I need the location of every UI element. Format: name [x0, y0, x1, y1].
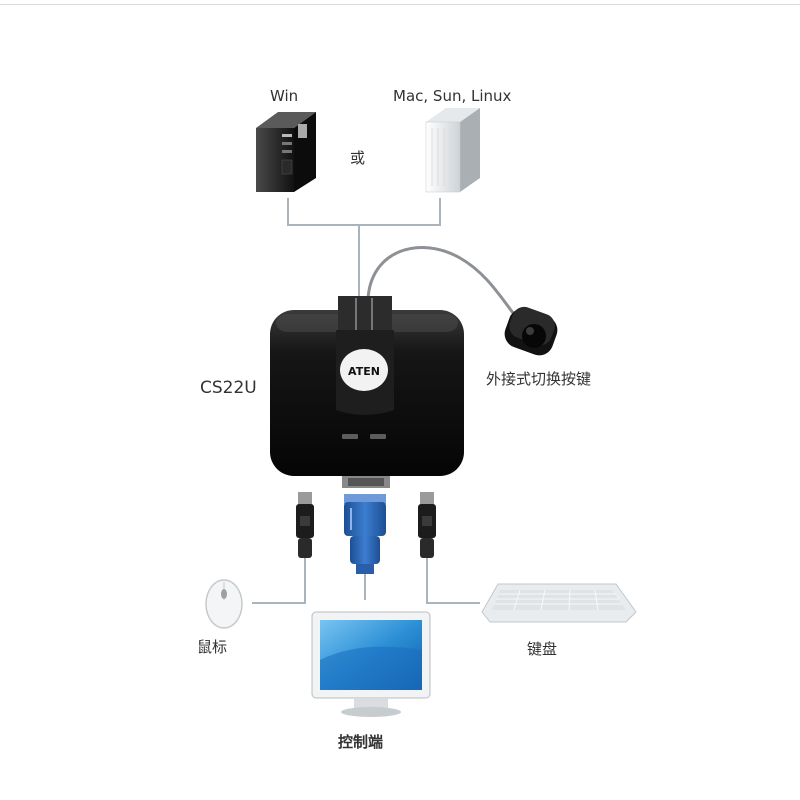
aten-logo: ATEN	[340, 349, 388, 391]
console-label: 控制端	[338, 733, 384, 751]
usb-plug-keyboard	[418, 492, 436, 558]
keyboard-device	[481, 583, 637, 623]
keyboard-label: 键盘	[527, 640, 558, 658]
console-monitor	[311, 611, 431, 717]
mac-sun-linux-label: Mac, Sun, Linux	[393, 87, 512, 105]
remote-switch-label: 外接式切换按键	[486, 370, 592, 388]
pc-connection-lines	[287, 198, 441, 300]
mac-sun-linux-pc-tower	[425, 108, 480, 193]
mouse-label: 鼠标	[197, 638, 228, 656]
or-label: 或	[350, 149, 366, 167]
win-label: Win	[270, 87, 299, 105]
keyboard-cable	[426, 558, 480, 604]
svg-text:ATEN: ATEN	[348, 365, 380, 378]
remote-switch-cable	[366, 245, 524, 325]
usb-plug-mouse	[296, 492, 314, 558]
mouse-device	[205, 579, 243, 629]
top-divider	[0, 4, 800, 5]
kvm-switch-device	[270, 296, 464, 488]
remote-switch-button	[504, 306, 558, 356]
vga-connector	[344, 494, 386, 574]
mouse-cable	[252, 558, 306, 604]
windows-pc-tower	[256, 112, 316, 192]
model-label: CS22U	[200, 378, 257, 398]
